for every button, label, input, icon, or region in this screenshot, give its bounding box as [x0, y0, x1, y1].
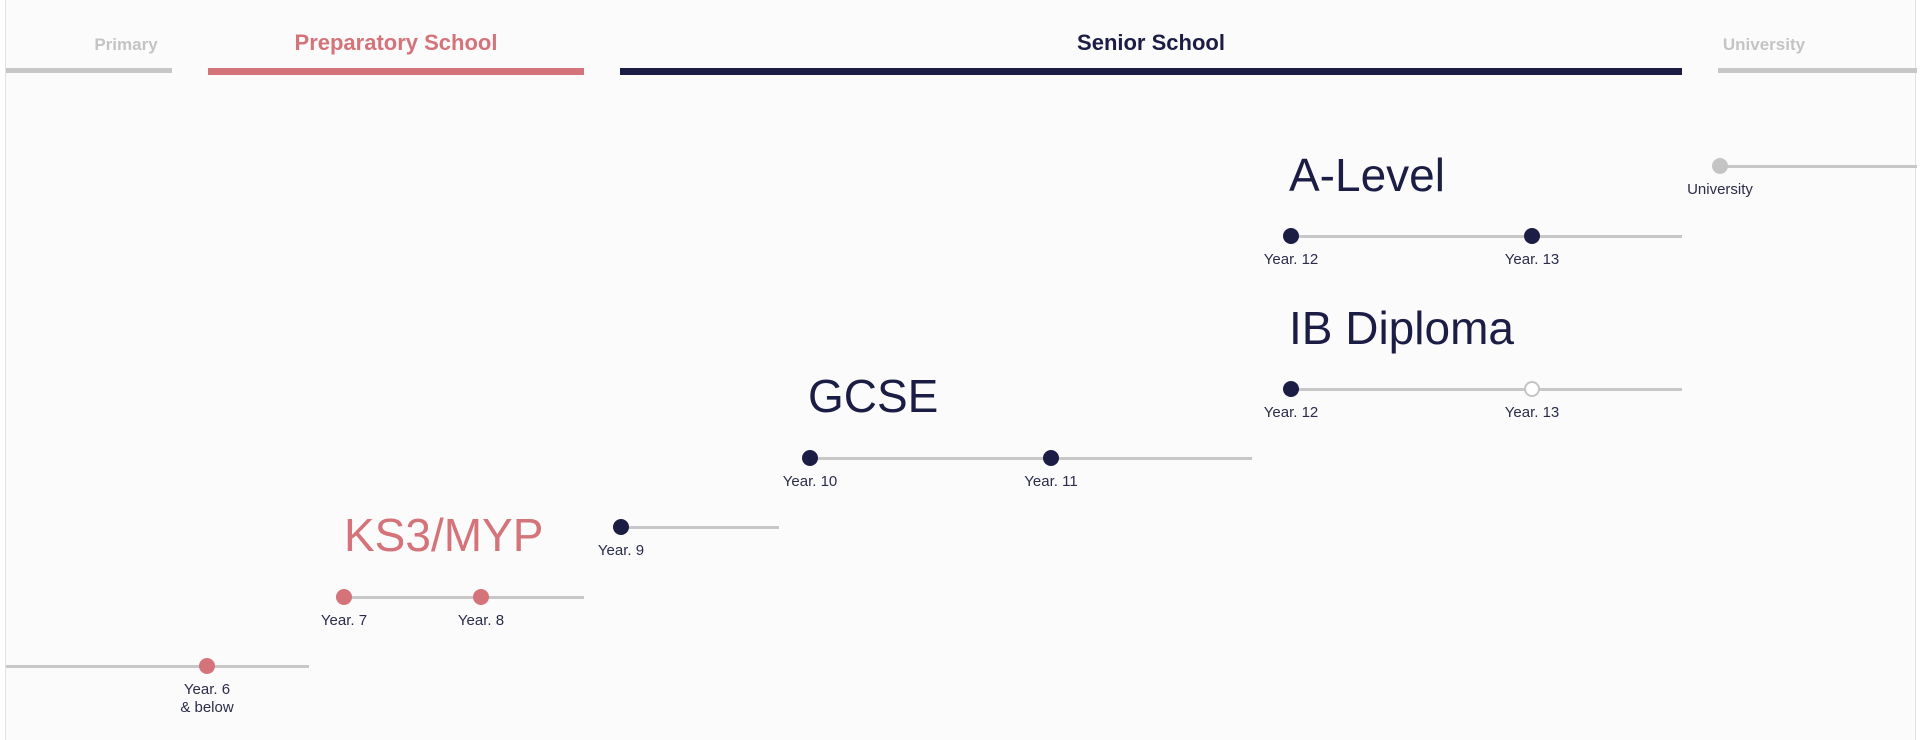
year-8-label: Year. 8 — [457, 612, 505, 629]
stage-bar-primary — [6, 68, 172, 73]
year-7-label: Year. 7 — [320, 612, 368, 629]
node-ib-year-12 — [1283, 381, 1299, 397]
school-pathway-diagram: Primary Preparatory School Senior School… — [5, 0, 1917, 740]
stage-bar-preparatory — [208, 68, 584, 75]
track-gcse — [802, 457, 1252, 460]
year-9-label: Year. 9 — [597, 542, 645, 559]
node-year-6 — [199, 658, 215, 674]
stage-label-preparatory: Preparatory School — [294, 30, 498, 55]
year-11-label: Year. 11 — [1024, 473, 1078, 490]
university-node-label: University — [1687, 181, 1753, 198]
stage-label-senior: Senior School — [1077, 30, 1225, 55]
stage-bar-university — [1718, 68, 1917, 73]
node-year-10 — [802, 450, 818, 466]
year-6-label-line2: & below — [180, 699, 234, 716]
year-6-label: Year. 6 & below — [137, 681, 277, 717]
track-year-9 — [613, 526, 779, 529]
a-level-year-13-label: Year. 13 — [1504, 251, 1560, 268]
stage-bar-senior — [620, 68, 1682, 75]
ib-year-12-label: Year. 12 — [1263, 404, 1319, 421]
qualification-title-ib-diploma: IB Diploma — [1289, 302, 1514, 354]
qualification-title-ks3-myp: KS3/MYP — [344, 509, 544, 561]
track-a-level — [1283, 235, 1682, 238]
node-year-8 — [473, 589, 489, 605]
node-a-level-year-13 — [1524, 228, 1540, 244]
a-level-year-12-label: Year. 12 — [1263, 251, 1319, 268]
qualification-title-gcse: GCSE — [808, 370, 939, 422]
node-year-11 — [1043, 450, 1059, 466]
track-year-6 — [6, 665, 309, 668]
ib-year-13-label: Year. 13 — [1504, 404, 1560, 421]
stage-label-primary: Primary — [94, 35, 158, 54]
node-year-7 — [336, 589, 352, 605]
track-ks3-myp — [336, 596, 584, 599]
node-year-9 — [613, 519, 629, 535]
stage-label-university: University — [1722, 35, 1806, 54]
year-10-label: Year. 10 — [782, 473, 838, 490]
node-university — [1712, 158, 1728, 174]
track-university — [1718, 165, 1917, 168]
year-6-label-line1: Year. 6 — [183, 681, 231, 698]
track-ib-diploma — [1283, 388, 1682, 391]
node-a-level-year-12 — [1283, 228, 1299, 244]
node-ib-year-13 — [1524, 381, 1540, 397]
qualification-title-a-level: A-Level — [1289, 149, 1445, 201]
